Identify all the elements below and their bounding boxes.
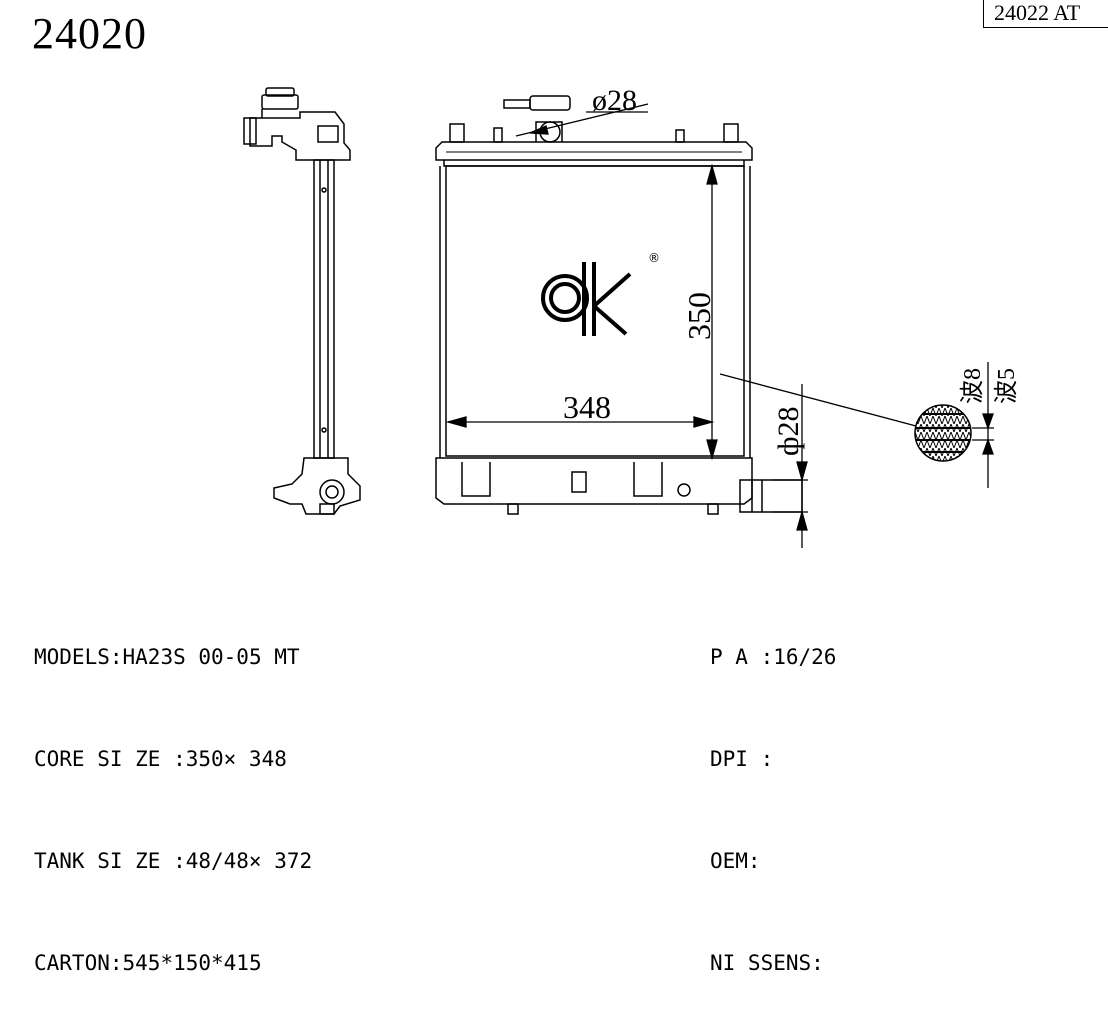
height-label: 350	[681, 292, 717, 340]
spec-oem: OEM:	[710, 844, 836, 878]
spec-pa: P A :16/26	[710, 640, 836, 674]
spec-nissens: NI SSENS:	[710, 946, 836, 980]
spec-label: NI SSENS:	[710, 951, 824, 975]
spec-tank-size: TANK SI ZE :48/48× 372	[34, 844, 312, 878]
front-view	[435, 95, 803, 515]
spec-value: 545*150*415	[122, 951, 262, 975]
spec-label: TANK SI ZE :	[34, 849, 186, 873]
spec-label: CARTON:	[34, 951, 123, 975]
specs-left: MODELS:HA23S 00-05 MT CORE SI ZE :350× 3…	[34, 572, 312, 1014]
specs-right: P A :16/26 DPI : OEM: NI SSENS:	[710, 572, 836, 1014]
spec-label: DPI :	[710, 747, 774, 771]
outlet-diameter-label: ф28	[772, 407, 805, 456]
spec-value: 350× 348	[185, 747, 287, 771]
fin-detail	[915, 405, 971, 461]
spec-value: 48/48× 372	[185, 849, 313, 873]
alt-part-number: 24022 AT	[983, 0, 1108, 28]
registered-mark: ®	[648, 251, 660, 265]
spec-label: CORE SI ZE :	[34, 747, 186, 771]
width-label: 348	[563, 389, 611, 425]
fin-wave-5-label: 波5	[993, 368, 1020, 404]
inlet-diameter-label: ø28	[592, 84, 637, 117]
spec-label: P A :	[710, 645, 774, 669]
ck-logo	[541, 262, 632, 336]
radiator-drawing: ® ø28 348 350 ф	[243, 84, 1020, 548]
spec-value: 16/26	[773, 645, 837, 669]
spec-value: HA23S 00-05 MT	[122, 645, 300, 669]
spec-dpi: DPI :	[710, 742, 836, 776]
dimension-lines	[445, 103, 994, 548]
spec-label: MODELS:	[34, 645, 123, 669]
spec-carton: CARTON:545*150*415	[34, 946, 312, 980]
side-view	[243, 87, 361, 515]
spec-models: MODELS:HA23S 00-05 MT	[34, 640, 312, 674]
fin-wave-8-label: 波8	[959, 368, 986, 404]
spec-core-size: CORE SI ZE :350× 348	[34, 742, 312, 776]
spec-label: OEM:	[710, 849, 761, 873]
part-number: 24020	[32, 9, 147, 58]
